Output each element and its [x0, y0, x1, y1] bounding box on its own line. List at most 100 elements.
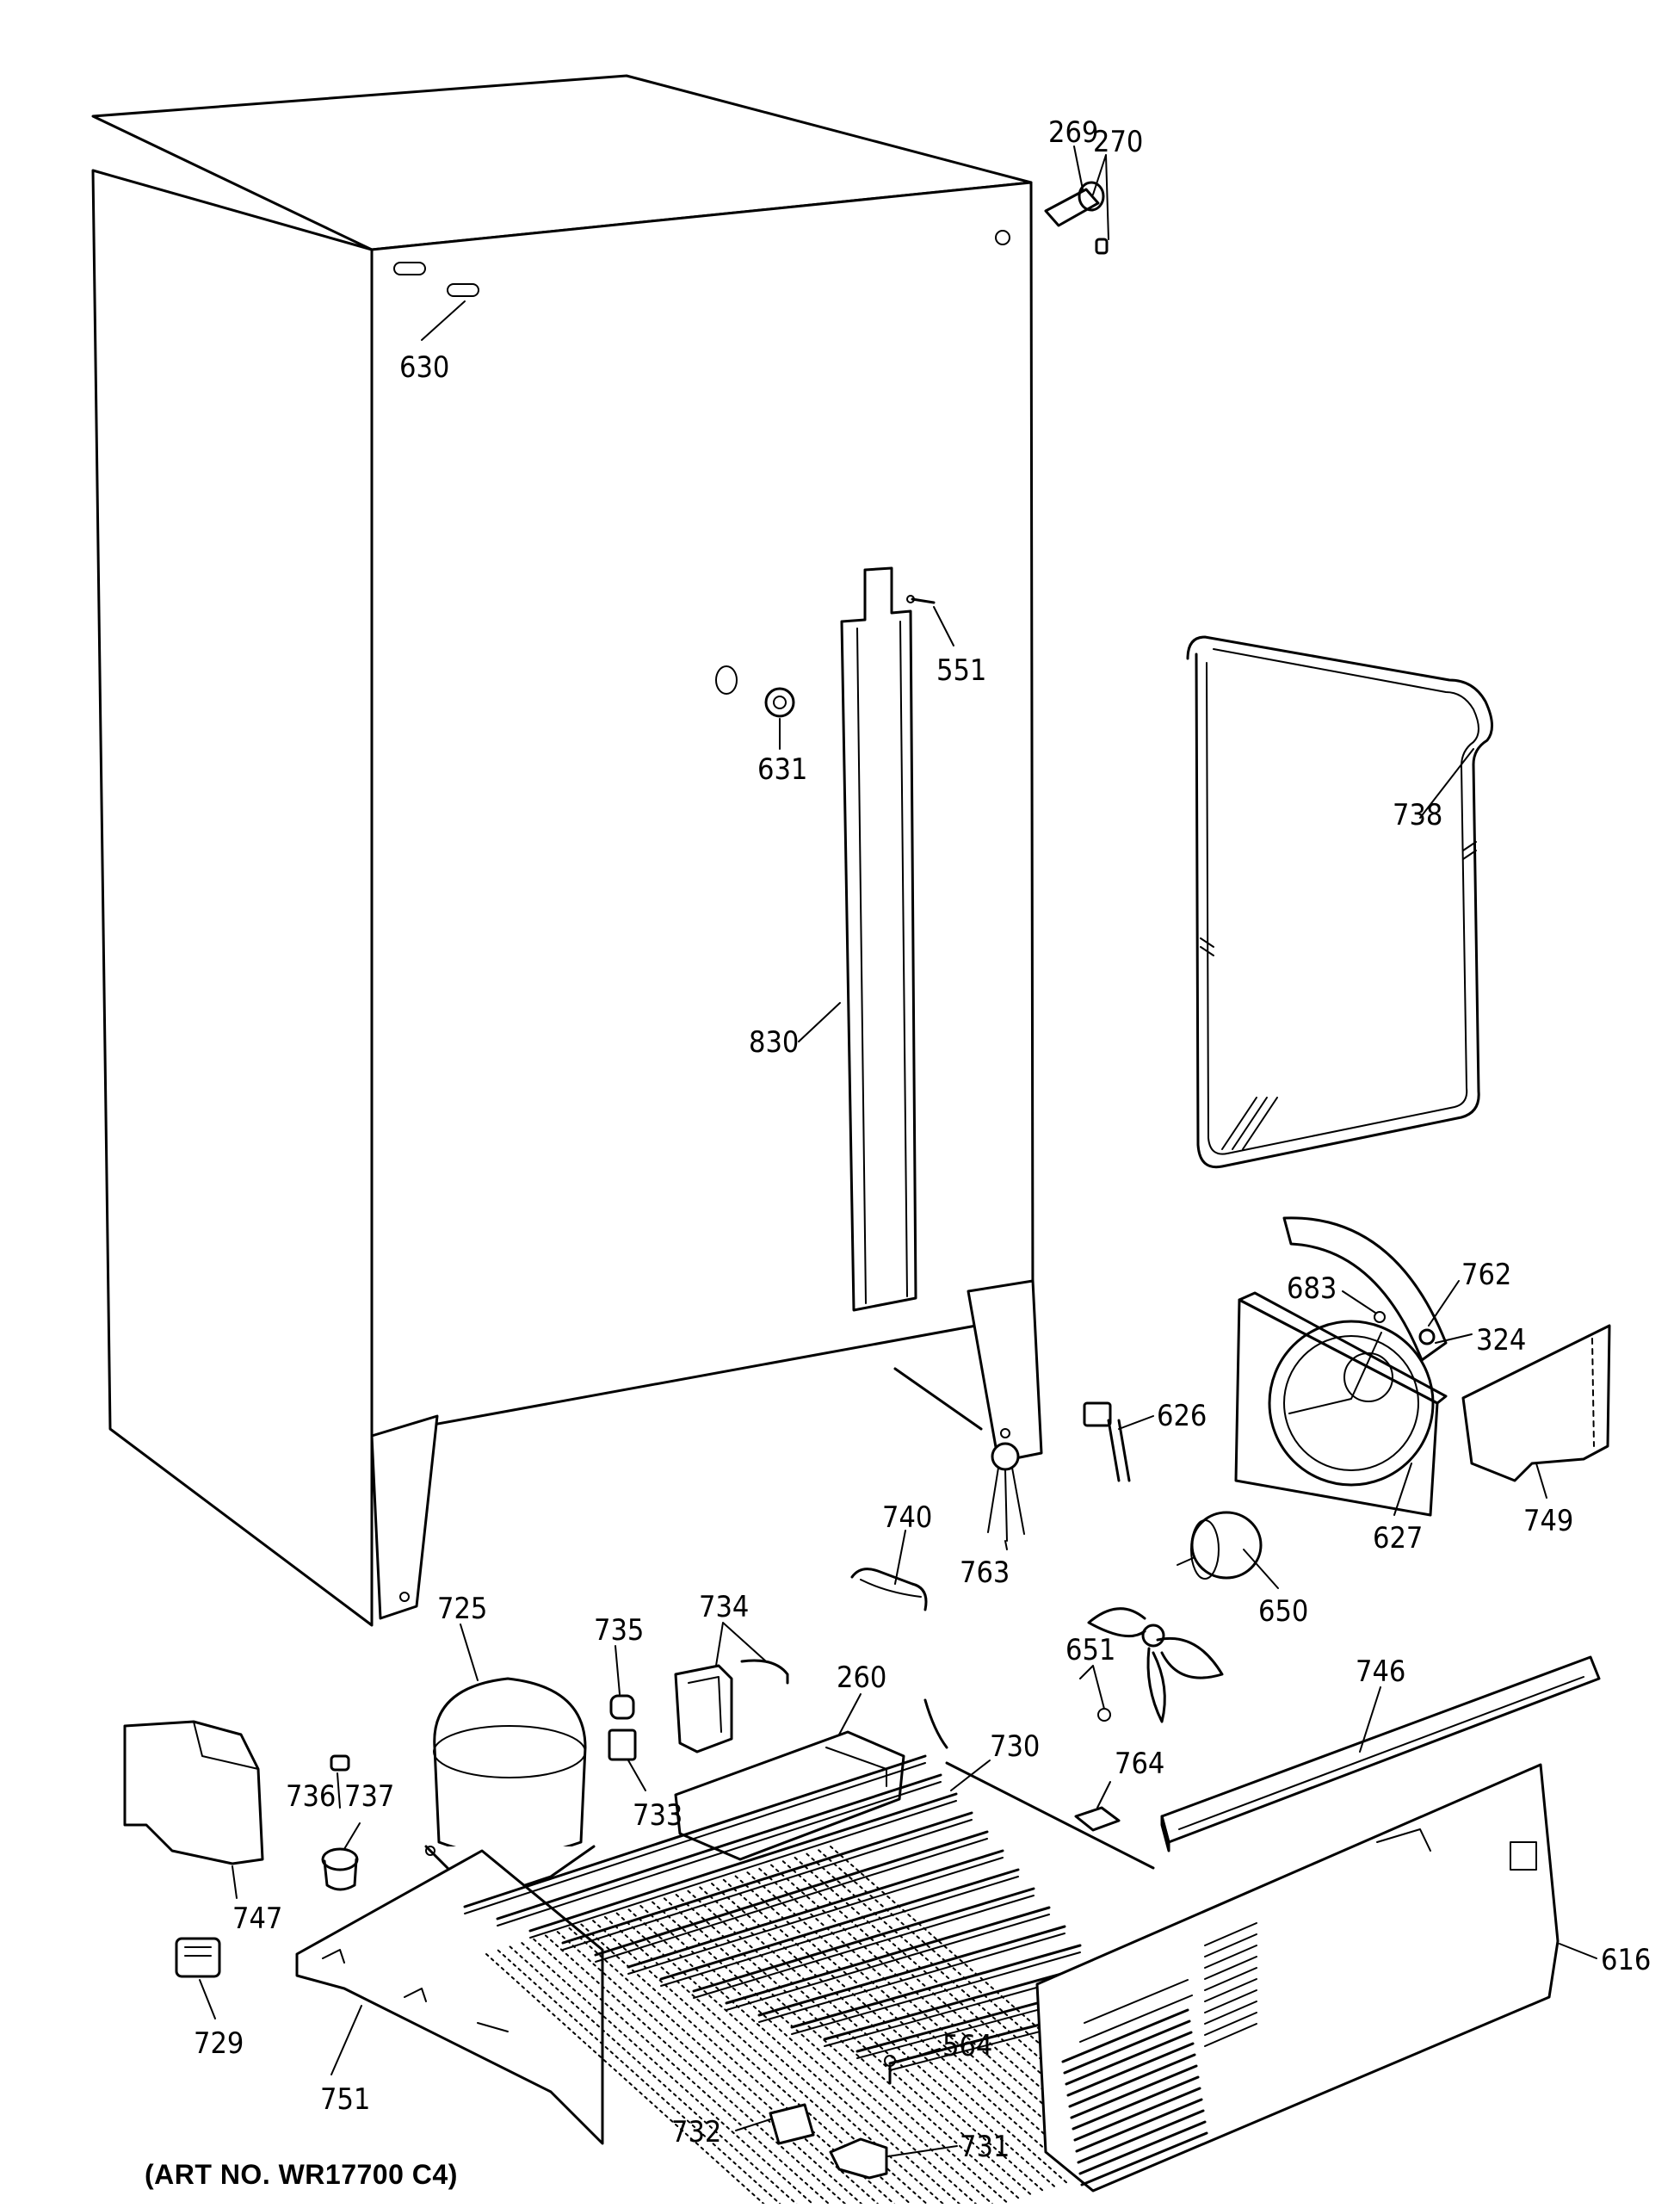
callout-564: 564	[942, 2029, 992, 2063]
callout-729: 729	[194, 2026, 244, 2061]
coil-tube	[528, 1792, 958, 1933]
callout-830: 830	[749, 1025, 799, 1060]
coil-tube	[496, 1773, 942, 1920]
grille-slot	[1204, 1978, 1257, 2002]
grille-slot	[1204, 1933, 1257, 1958]
callout-740: 740	[882, 1500, 932, 1535]
fan-shroud	[1234, 1291, 1448, 1517]
coil-fin	[758, 1867, 1105, 2173]
callout-763: 763	[960, 1555, 1010, 1590]
leader-lines	[199, 145, 1597, 2157]
part-callouts: 269 270 630 551 631 738 830 762 683 324 …	[194, 115, 1651, 2164]
coil-fin	[603, 1915, 933, 2208]
coil-fin	[485, 1953, 770, 2208]
callout-260: 260	[837, 1661, 886, 1695]
callout-749: 749	[1523, 1504, 1573, 1538]
relay-part	[608, 1694, 637, 1761]
coil-tube	[594, 1830, 989, 1957]
screw-part	[884, 2055, 896, 2085]
coil-fin	[627, 1908, 966, 2208]
refrigerator-cabinet	[91, 74, 1043, 1627]
callout-651: 651	[1065, 1633, 1115, 1667]
callout-738: 738	[1393, 798, 1442, 832]
coil-tube	[790, 1944, 1082, 2029]
drain-pan	[674, 1730, 905, 1861]
grille-slot	[1063, 2019, 1191, 2075]
callout-734: 734	[699, 1590, 749, 1624]
callout-630: 630	[399, 350, 449, 385]
coil-tube	[561, 1811, 973, 1945]
strap-clip	[1074, 1806, 1121, 1832]
callout-730: 730	[990, 1729, 1040, 1764]
grille-slot	[1073, 2087, 1201, 2142]
coil-tube	[562, 1819, 973, 1951]
grille-slot	[1075, 2098, 1203, 2153]
coil-tube	[464, 1762, 926, 1914]
switch-part	[1083, 1401, 1131, 1482]
compressor	[424, 1677, 596, 1898]
callout-551: 551	[936, 653, 986, 688]
condenser-loop	[1186, 635, 1493, 1169]
grille-slot	[1077, 2109, 1205, 2164]
coil-fin	[580, 1923, 900, 2208]
callout-626: 626	[1157, 1399, 1207, 1433]
bracket-part	[769, 2103, 888, 2180]
callout-324: 324	[1476, 1323, 1526, 1358]
base-pan	[295, 1849, 604, 2145]
coil-tube	[692, 1887, 1035, 1993]
callout-269: 269	[1048, 115, 1098, 150]
callout-733: 733	[633, 1798, 682, 1833]
grille-slot	[1072, 2075, 1200, 2131]
callout-650: 650	[1258, 1594, 1308, 1629]
fan-motor	[1177, 1511, 1263, 1580]
coil-tube	[463, 1754, 927, 1908]
grommet-part	[321, 1847, 359, 1891]
grille-slot	[1204, 2001, 1257, 2025]
coil-tube	[757, 1925, 1066, 2017]
coil-tube	[758, 1933, 1065, 2023]
coil-fin	[722, 1878, 1069, 2185]
coil-tube	[660, 1876, 1019, 1987]
coil-tube	[627, 1849, 1004, 1969]
mullion-channel	[840, 566, 917, 1312]
capacitor-part	[175, 1937, 221, 1978]
grille-slot	[1204, 1989, 1257, 2013]
cover-panel	[1461, 1324, 1611, 1482]
coil-fin	[592, 1920, 917, 2208]
coil-fin	[568, 1927, 884, 2208]
callout-764: 764	[1115, 1747, 1164, 1781]
coil-fin	[746, 1871, 1093, 2177]
callout-631: 631	[757, 752, 807, 787]
grille-slot	[1204, 2012, 1257, 2036]
grille-slot	[1204, 1945, 1257, 1969]
heater-clip	[850, 1568, 928, 1611]
fan-blade	[1087, 1607, 1224, 1723]
coil-fin	[687, 1889, 1034, 2197]
grille-slot	[1204, 1967, 1257, 1991]
coil-tube	[726, 1914, 1050, 2011]
callout-747: 747	[232, 1902, 282, 1936]
coil-tube	[823, 1963, 1097, 2041]
insulation-strip	[1282, 1216, 1448, 1362]
grille-slot	[1078, 2120, 1207, 2175]
callout-762: 762	[1461, 1258, 1511, 1292]
coil-fin	[734, 1875, 1081, 2181]
coil-fin	[497, 1949, 787, 2208]
coil-fin	[711, 1883, 1058, 2189]
hinge-part	[1044, 181, 1109, 255]
grille-slot	[1070, 2064, 1198, 2119]
grille-slot	[1068, 2053, 1196, 2108]
coil-fin	[556, 1931, 868, 2208]
grille-slot	[1204, 1922, 1257, 1946]
grille-slot	[1065, 2031, 1193, 2086]
control-box	[123, 1720, 264, 1865]
coil-fin	[652, 1901, 998, 2208]
art-number-caption: (ART NO. WR17700 C4)	[145, 2159, 458, 2190]
grille-slot	[1066, 2042, 1195, 2097]
coil-fin	[533, 1938, 835, 2208]
thermostat-part	[987, 1442, 1025, 1542]
coil-fin	[663, 1897, 1010, 2205]
coil-fin	[615, 1912, 949, 2208]
